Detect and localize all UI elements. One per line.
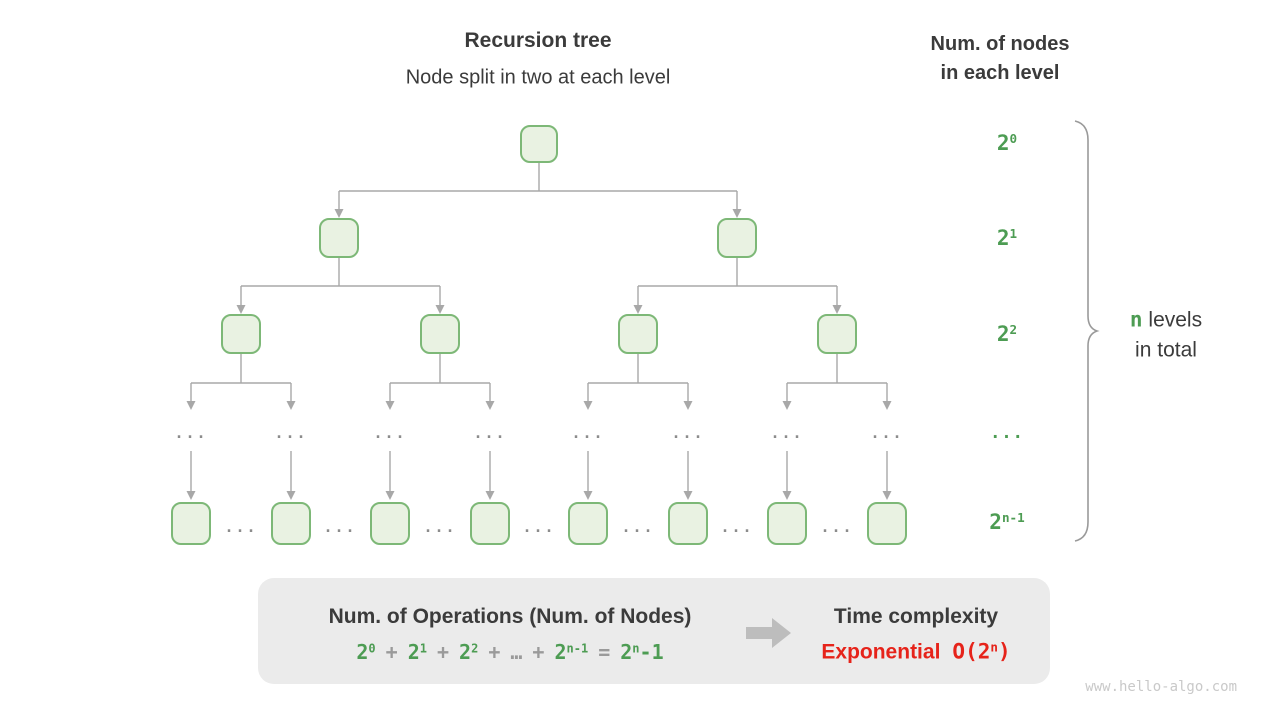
tree-node [319, 218, 359, 258]
tree-node [420, 314, 460, 354]
tree-node [767, 501, 807, 545]
tree-ellipsis: ... [323, 518, 357, 536]
tree-ellipsis: ... [373, 424, 407, 442]
level-count-n-1: 2n-1 [989, 510, 1025, 534]
diagram-subtitle: Node split in two at each level [405, 66, 671, 89]
time-complexity-title: Time complexity [833, 605, 999, 628]
levels-total-note: n levels in total [1130, 305, 1202, 366]
watermark: www.hello-algo.com [1085, 679, 1237, 695]
right-header-line1: Num. of nodes [930, 33, 1070, 55]
tree-ellipsis: ... [621, 518, 655, 536]
level-count-0: 20 [996, 131, 1018, 155]
tree-ellipsis: ... [473, 424, 507, 442]
tree-ellipsis: ... [720, 518, 754, 536]
complexity-word: Exponential [821, 640, 941, 664]
levels-brace [1074, 120, 1100, 542]
level-count-2: 22 [996, 322, 1018, 346]
tree-ellipsis: ... [870, 424, 904, 442]
big-o-notation: O(2n) [952, 639, 1011, 664]
right-header-line2: in each level [940, 62, 1060, 84]
tree-ellipsis: ... [571, 424, 605, 442]
operations-title: Num. of Operations (Num. of Nodes) [328, 605, 692, 628]
tree-ellipsis: ... [770, 424, 804, 442]
tree-node [171, 501, 211, 545]
note-line2: in total [1135, 338, 1197, 362]
tree-node [470, 501, 510, 545]
tree-node [221, 314, 261, 354]
tree-node [568, 501, 608, 545]
tree-ellipsis: ... [224, 518, 258, 536]
operations-formula: 20+21+22+…+2n-1=2n-1 [356, 640, 664, 664]
complexity-result: Exponential O(2n) [821, 640, 1010, 665]
tree-node [618, 314, 658, 354]
level-count-ellipsis: ... [990, 423, 1024, 443]
tree-node [520, 125, 558, 163]
tree-ellipsis: ... [522, 518, 556, 536]
tree-ellipsis: ... [671, 424, 705, 442]
tree-ellipsis: ... [274, 424, 308, 442]
tree-ellipsis: ... [174, 424, 208, 442]
level-count-1: 21 [996, 226, 1018, 250]
tree-node [717, 218, 757, 258]
tree-ellipsis: ... [820, 518, 854, 536]
tree-node [668, 501, 708, 545]
note-line1: n levels [1130, 305, 1202, 336]
note-levels-word: levels [1148, 308, 1203, 332]
right-arrow-icon [746, 618, 791, 648]
tree-node [370, 501, 410, 545]
note-n: n [1129, 307, 1143, 332]
tree-node [271, 501, 311, 545]
tree-node [817, 314, 857, 354]
diagram-title: Recursion tree [464, 29, 612, 52]
tree-node [867, 501, 907, 545]
tree-ellipsis: ... [423, 518, 457, 536]
summary-box [258, 578, 1050, 684]
right-column-header: Num. of nodes in each level [931, 30, 1070, 88]
